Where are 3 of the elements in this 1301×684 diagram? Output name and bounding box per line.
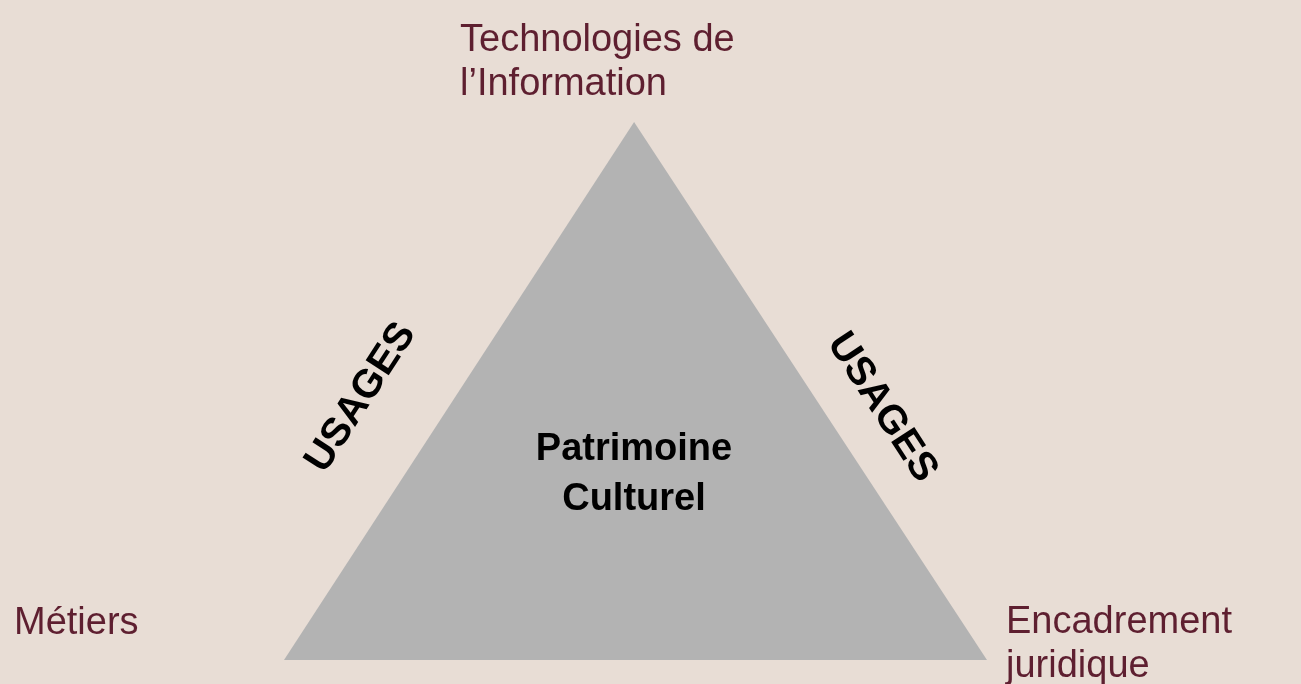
corner-label: Technologies de l’Information <box>460 16 736 104</box>
center-label: Patrimoine Culturel <box>534 425 734 520</box>
corner-label: Métiers <box>14 599 140 643</box>
